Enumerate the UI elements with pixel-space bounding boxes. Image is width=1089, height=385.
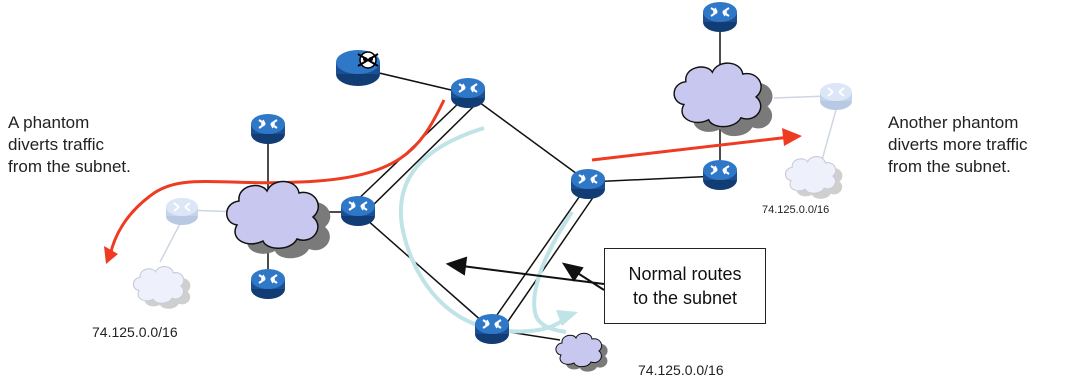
- label-line: diverts more traffic: [888, 135, 1028, 154]
- left-phantom-label: A phantom diverts traffic from the subne…: [8, 112, 131, 178]
- router-icon: [250, 113, 286, 145]
- cloud-bottom-center: [555, 332, 608, 372]
- label-line: from the subnet.: [888, 157, 1011, 176]
- callout-line: Normal routes: [628, 264, 742, 284]
- right-phantom-label: Another phantom diverts more traffic fro…: [888, 112, 1028, 178]
- label-line: from the subnet.: [8, 157, 131, 176]
- router-icon: [450, 77, 486, 109]
- prefix-bottom-left: 74.125.0.0/16: [92, 324, 178, 340]
- label-line: Another phantom: [888, 113, 1019, 132]
- prefix-bottom-center: 74.125.0.0/16: [638, 362, 724, 378]
- phantom-router-icon: [165, 197, 199, 226]
- callout-line: to the subnet: [632, 288, 738, 308]
- router-icon: [250, 268, 286, 300]
- cloud-center-left: [225, 180, 331, 259]
- router-icon: [570, 168, 606, 200]
- prefix-top-right: 74.125.0.0/16: [762, 204, 830, 216]
- phantom-router-icon: [819, 82, 853, 111]
- router-icon: [702, 159, 738, 191]
- router-icon: [702, 1, 738, 33]
- cloud-top-right: [673, 62, 773, 137]
- normal-routes-callout: Normal routes to the subnet: [604, 248, 766, 324]
- normal-route-paths: [398, 126, 578, 334]
- callout-arrows: [445, 256, 605, 291]
- cloud-faded-right: [784, 155, 843, 199]
- label-line: diverts traffic: [8, 135, 105, 154]
- router-icon: [340, 195, 376, 227]
- cloud-faded-left: [132, 265, 191, 309]
- attack-paths: [104, 99, 802, 264]
- label-line: A phantom: [8, 113, 90, 132]
- router-icon: [474, 313, 510, 345]
- skull-router-icon: [336, 50, 380, 86]
